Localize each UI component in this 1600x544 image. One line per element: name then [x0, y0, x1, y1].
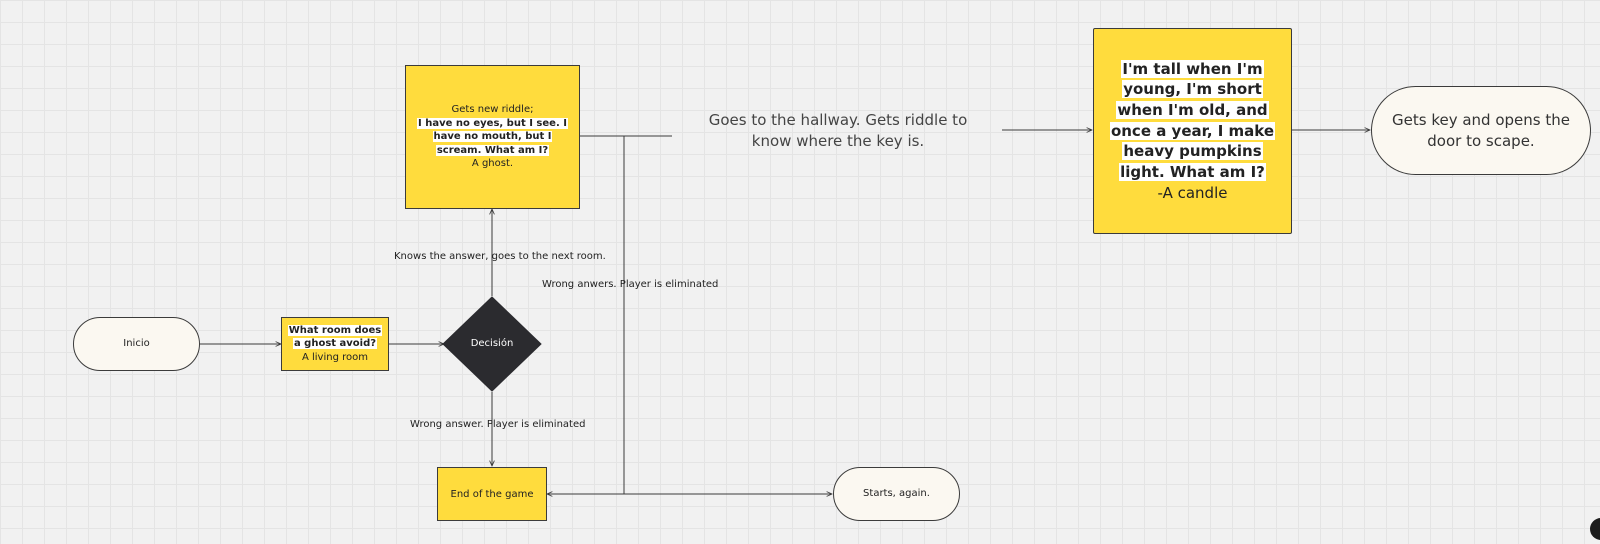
room-question-note[interactable]: What room does a ghost avoid? A living r…: [281, 317, 389, 371]
start-label: Inicio: [123, 338, 150, 349]
candle-riddle-note[interactable]: I'm tall when I'm young, I'm short when …: [1093, 28, 1292, 234]
room-question-text: What room does a ghost avoid?: [286, 324, 384, 351]
connector-riddle-wrong-to-end[interactable]: [547, 135, 625, 494]
end-of-game-note[interactable]: End of the game: [437, 467, 547, 521]
hallway-caption: Goes to the hallway. Gets riddle to know…: [708, 111, 968, 150]
avatar-blob-icon[interactable]: [1590, 518, 1600, 540]
candle-riddle-question-wrap: I'm tall when I'm young, I'm short when …: [1100, 59, 1285, 183]
room-answer: A living room: [301, 351, 368, 363]
ghost-riddle-lead: Gets new riddle;: [451, 104, 534, 116]
candle-riddle-answer: -A candle: [1157, 183, 1228, 202]
wrong-anwers-label: Wrong anwers. Player is eliminated: [542, 279, 719, 290]
restart-terminal[interactable]: Starts, again.: [833, 467, 960, 521]
ghost-riddle-question: I have no eyes, but I see. I have no mou…: [417, 117, 568, 156]
restart-label: Starts, again.: [863, 488, 930, 499]
room-question: What room does a ghost avoid?: [287, 324, 383, 350]
decision-label: Decisión: [470, 338, 514, 349]
decision-diamond[interactable]: [442, 296, 542, 392]
start-terminal[interactable]: Inicio: [73, 317, 200, 371]
ghost-riddle-answer: A ghost.: [471, 158, 514, 170]
ghost-riddle-note[interactable]: Gets new riddle; I have no eyes, but I s…: [405, 65, 580, 209]
knows-answer-label: Knows the answer, goes to the next room.: [394, 251, 606, 262]
key-label: Gets key and opens the door to scape.: [1392, 111, 1570, 150]
wrong-answer-label: Wrong answer. Player is eliminated: [410, 419, 586, 430]
key-terminal[interactable]: Gets key and opens the door to scape.: [1371, 86, 1591, 175]
ghost-riddle-question-wrap: I have no eyes, but I see. I have no mou…: [414, 117, 571, 158]
end-label: End of the game: [450, 488, 534, 500]
candle-riddle-question: I'm tall when I'm young, I'm short when …: [1109, 59, 1276, 182]
